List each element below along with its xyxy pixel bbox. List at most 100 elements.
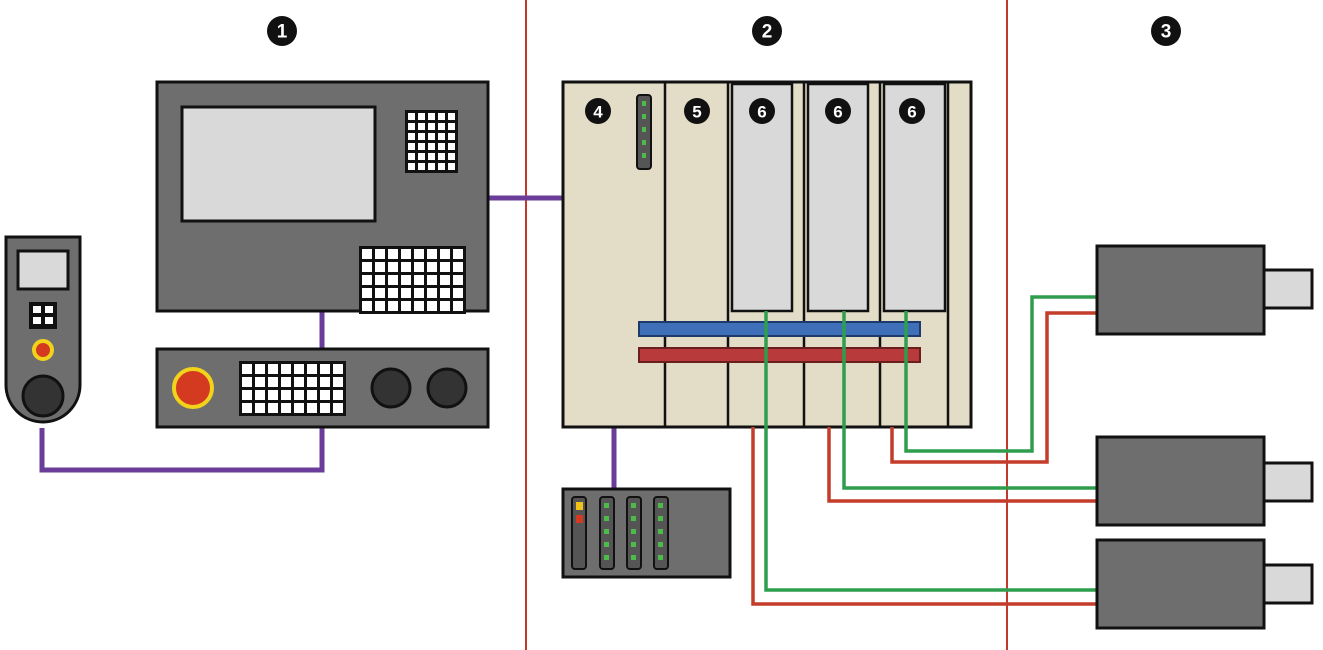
key-cap (362, 275, 372, 285)
motor-3-shaft (1262, 563, 1314, 605)
pendant-to-panel-cable (39, 427, 325, 473)
key-cap (427, 288, 437, 298)
key-cap (438, 123, 445, 130)
key-cap (428, 133, 435, 140)
key-cap (320, 390, 330, 400)
hmi-side-keypad (405, 110, 458, 173)
key-cap (375, 301, 385, 311)
key-cap (401, 301, 411, 311)
pendant-knob (21, 374, 65, 418)
key-cap (448, 163, 455, 170)
key-cap (294, 390, 304, 400)
key-cap (307, 364, 317, 374)
io-led (631, 529, 636, 534)
key-cap (388, 249, 398, 259)
module-badge-5-label: 5 (692, 103, 701, 122)
emergency-stop-button (172, 367, 214, 409)
key-cap (362, 288, 372, 298)
key-cap (281, 377, 291, 387)
key-cap (408, 123, 415, 130)
io-led (631, 542, 636, 547)
key-cap (408, 153, 415, 160)
key-cap (448, 113, 455, 120)
key-cap (401, 249, 411, 259)
zone-badge-3-label: 3 (1161, 22, 1172, 43)
key-cap (388, 288, 398, 298)
key-cap (438, 163, 445, 170)
key-cap (375, 288, 385, 298)
key-cap (242, 364, 252, 374)
key-cap (362, 249, 372, 259)
io-led (658, 516, 663, 521)
key-cap (414, 275, 424, 285)
key-cap (255, 377, 265, 387)
key-cap (414, 262, 424, 272)
servo-motor-3 (1095, 538, 1314, 630)
zone-badge-2-label: 2 (762, 22, 773, 43)
machine-control-panel (155, 347, 490, 429)
module-badge-6a-label: 6 (757, 103, 766, 122)
pendant-keypad (29, 302, 57, 329)
key-cap (401, 275, 411, 285)
motor-1-shaft (1262, 268, 1314, 310)
feedback-cable-motor-3 (764, 311, 1097, 592)
key-cap (448, 133, 455, 140)
module-badge-6b: 6 (825, 98, 851, 124)
key-cap (268, 364, 278, 374)
handheld-pendant (4, 235, 82, 424)
key-cap (255, 403, 265, 413)
key-cap (438, 133, 445, 140)
key-cap (388, 262, 398, 272)
key-cap (448, 143, 455, 150)
key-cap (307, 390, 317, 400)
key-cap (268, 403, 278, 413)
panel-knob-left (370, 367, 412, 409)
panel-keypad (239, 361, 346, 416)
key-cap (418, 113, 425, 120)
key-cap (333, 390, 343, 400)
feedback-cables (764, 295, 1097, 592)
blue-bus-bar (638, 321, 921, 337)
key-cap (448, 123, 455, 130)
hmi-screen (180, 105, 377, 223)
key-cap (414, 288, 424, 298)
key-cap (438, 143, 445, 150)
key-cap (242, 390, 252, 400)
power-cables (751, 311, 1097, 606)
key-cap (428, 113, 435, 120)
io-led (604, 555, 609, 560)
key-cap (453, 288, 463, 298)
key-cap (408, 113, 415, 120)
pendant-display (16, 249, 70, 291)
key-cap (414, 301, 424, 311)
key-cap (255, 390, 265, 400)
key-cap (281, 364, 291, 374)
key-cap (453, 275, 463, 285)
key-cap (333, 403, 343, 413)
feedback-cable-motor-2 (842, 311, 1097, 490)
servo-motor-2 (1095, 435, 1314, 527)
key-cap (418, 133, 425, 140)
io-led (604, 503, 609, 508)
power-cable-motor-3 (751, 427, 1097, 606)
key-cap (453, 262, 463, 272)
module-badge-4-label: 4 (593, 103, 603, 122)
key-cap (375, 275, 385, 285)
key-cap (320, 364, 330, 374)
power-cable-motor-1 (890, 311, 1097, 464)
io-led (631, 503, 636, 508)
pendant-enable-button (32, 339, 54, 361)
key-cap (294, 377, 304, 387)
purple-bus-lines (39, 195, 617, 489)
key-cap (418, 163, 425, 170)
zone-badge-2: 2 (752, 16, 782, 46)
key-cap (242, 377, 252, 387)
key-cap (418, 143, 425, 150)
key-cap (242, 403, 252, 413)
key-cap (320, 403, 330, 413)
key-cap (307, 403, 317, 413)
module-badge-5: 5 (684, 98, 710, 124)
key-cap (294, 364, 304, 374)
key-cap (418, 153, 425, 160)
